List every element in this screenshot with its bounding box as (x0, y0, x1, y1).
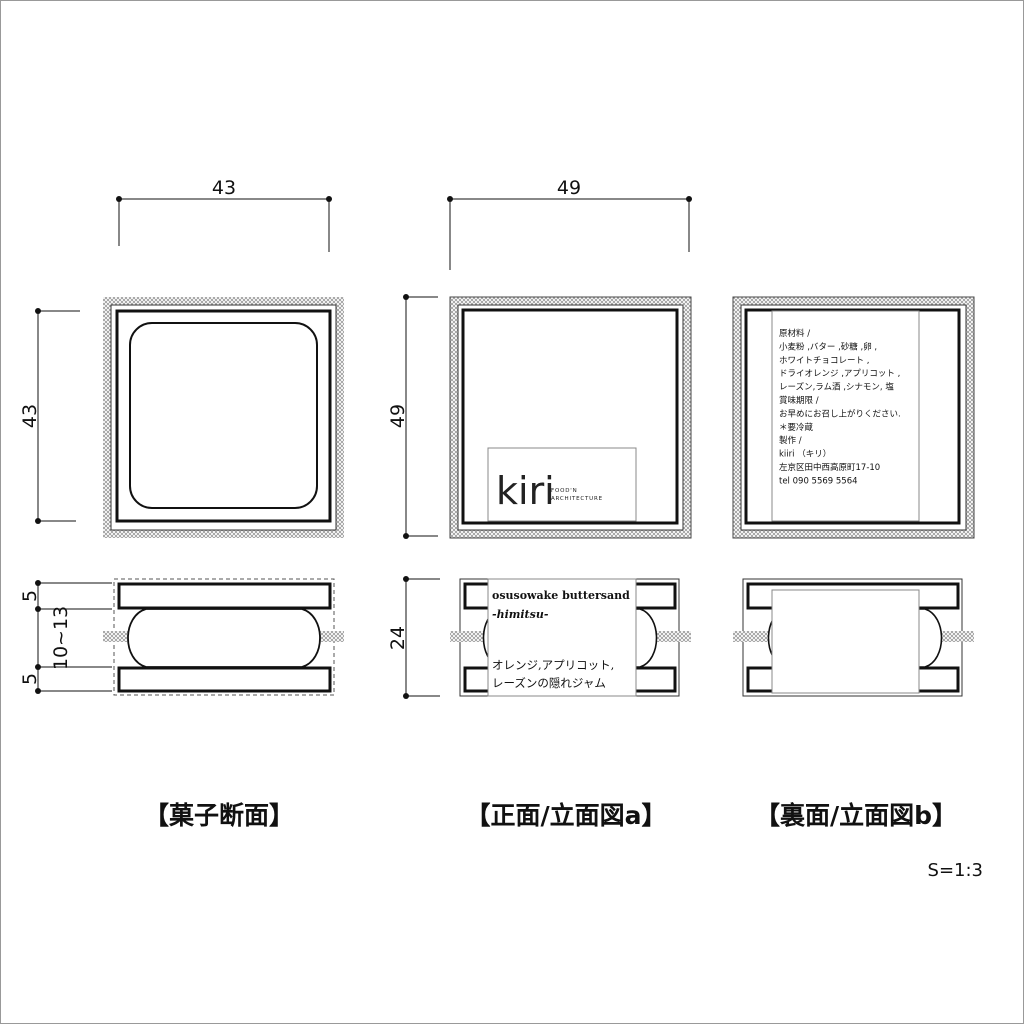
product-subtitle: -himitsu- (492, 608, 549, 621)
back-elevation-side (733, 578, 974, 697)
dimension-label: 5 (19, 590, 41, 602)
dimension-label: 49 (557, 177, 581, 199)
filling-outline (129, 322, 318, 509)
logo-subtitle: FOOD'N (551, 488, 577, 494)
dimension-label: 24 (387, 626, 409, 650)
product-flavor-line2: レーズンの隠れジャム (492, 676, 606, 690)
ingredient-line: レーズン,ラム酒 ,シナモン, 塩 (779, 382, 894, 393)
dimension-height-24: 24 (387, 576, 440, 699)
product-flavor-line1: オレンジ,アプリコット, (492, 658, 614, 672)
scale-label: S=1:3 (928, 860, 983, 881)
ingredient-line: kiiri （キリ） (779, 449, 831, 460)
back-elevation-top: 原材料 / 小麦粉 ,バター ,砂糖 ,卵 , ホワイトチョコレート , ドライオレン… (732, 296, 975, 539)
ingredient-line: ホワイトチョコレート , (779, 356, 869, 366)
dimension-label: 49 (387, 404, 409, 428)
ingredient-line: 左京区田中西高原町17-10 (779, 462, 880, 473)
cookie-bottom (117, 666, 332, 693)
dimension-label: 43 (212, 177, 236, 199)
ingredient-line: ＊要冷蔵 (779, 422, 814, 433)
product-name: osusowake buttersand (492, 589, 630, 602)
logo-label-card (487, 447, 637, 522)
product-label: osusowake buttersand -himitsu- オレンジ,アプリコ… (487, 578, 637, 697)
dimension-label: 43 (19, 404, 41, 428)
ingredient-line: 賞味期限 / (779, 395, 819, 406)
ingredient-line: ドライオレンジ ,アプリコット , (779, 369, 900, 379)
ingredient-line: 小麦粉 ,バター ,砂糖 ,卵 , (779, 341, 877, 352)
dimension-width-43: 43 (116, 177, 332, 252)
filling-side (127, 608, 321, 668)
cross-section-side-view: 5 10~13 5 (19, 578, 344, 696)
kiri-logo-label: kiri FOOD'N ARCHITECTURE (487, 447, 637, 522)
ingredients-label-card (771, 310, 920, 522)
dimension-height-49: 49 (387, 294, 438, 539)
dimension-width-49: 49 (447, 177, 692, 270)
ingredients-text: 原材料 / 小麦粉 ,バター ,砂糖 ,卵 , ホワイトチョコレート , ドライオレン… (779, 328, 901, 486)
dimension-label: 10~13 (50, 606, 72, 670)
ingredient-line: お早めにお召し上がりください. (779, 408, 901, 419)
dimension-label: 5 (19, 673, 41, 685)
product-label-card (487, 578, 637, 697)
dimension-height-43: 43 (19, 308, 80, 524)
logo-subtitle: ARCHITECTURE (551, 496, 603, 502)
front-elevation-top: 49 49 kiri FOOD'N ARCHITECTURE (387, 177, 692, 539)
dimension-stack: 5 10~13 5 (19, 580, 112, 694)
cookie-top (117, 582, 332, 610)
front-elevation-side: 24 osusowake buttersand -himitsu- オレンジ,ア… (387, 576, 691, 699)
ingredient-line: tel 090 5569 5564 (779, 476, 858, 486)
cross-section-top-view: 43 43 (19, 177, 344, 538)
caption-cross-section: 【菓子断面】 (144, 801, 294, 830)
back-label-card (771, 589, 920, 694)
kiri-logo: kiri (496, 469, 555, 513)
ingredient-line: 製作 / (779, 435, 802, 446)
caption-back: 【裏面/立面図b】 (755, 801, 957, 830)
caption-front: 【正面/立面図a】 (465, 801, 666, 830)
ingredient-line: 原材料 / (779, 328, 810, 339)
